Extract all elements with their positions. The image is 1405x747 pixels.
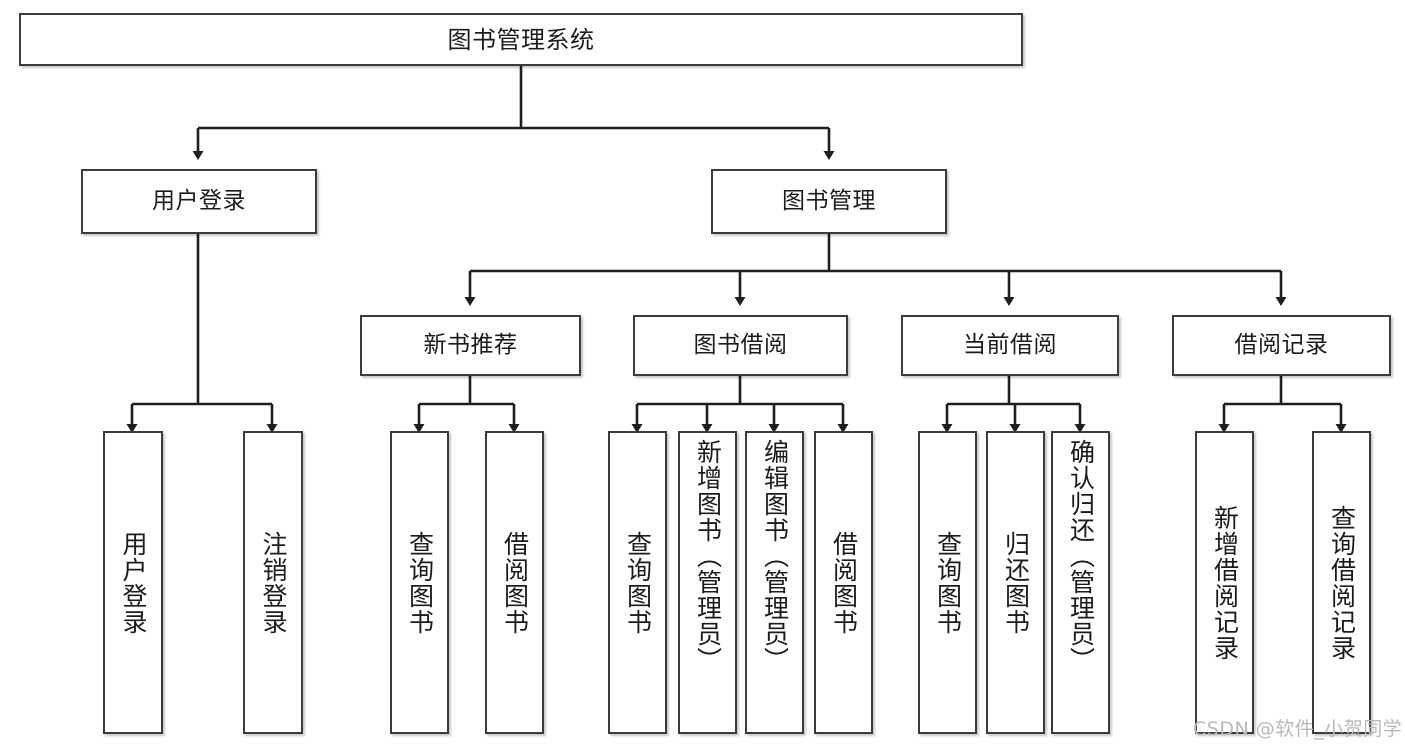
leaf-query-books-borrow[interactable]: 查询图书 (608, 431, 667, 734)
leaf-add-borrow-record-label: 新增借阅记录 (1210, 504, 1240, 661)
leaf-add-borrow-record[interactable]: 新增借阅记录 (1195, 431, 1254, 734)
leaf-query-books-borrow-label: 查询图书 (623, 530, 653, 635)
node-borrow-records[interactable]: 借阅记录 (1172, 315, 1391, 376)
leaf-edit-book-admin[interactable]: 编辑图书（管理员） (745, 431, 804, 734)
node-root[interactable]: 图书管理系统 (19, 13, 1023, 66)
leaf-query-books-current-label: 查询图书 (933, 530, 963, 635)
node-book-borrow-label: 图书借阅 (693, 332, 788, 358)
leaf-add-book-admin[interactable]: 新增图书（管理员） (678, 431, 737, 734)
node-book-borrow[interactable]: 图书借阅 (633, 315, 848, 376)
leaf-borrow-book[interactable]: 借阅图书 (814, 431, 873, 734)
leaf-user-login[interactable]: 用户登录 (103, 431, 163, 734)
node-user-login[interactable]: 用户登录 (81, 169, 317, 234)
leaf-query-books-newbook[interactable]: 查询图书 (390, 431, 449, 734)
leaf-confirm-return-admin-label: 确认归还（管理员） (1066, 439, 1096, 673)
leaf-borrow-books-newbook-label: 借阅图书 (500, 530, 530, 635)
leaf-edit-book-admin-label: 编辑图书（管理员） (760, 439, 790, 673)
leaf-borrow-book-label: 借阅图书 (829, 530, 859, 635)
leaf-borrow-books-newbook[interactable]: 借阅图书 (485, 431, 544, 734)
leaf-return-book[interactable]: 归还图书 (986, 431, 1045, 734)
node-borrow-records-label: 借阅记录 (1234, 332, 1329, 358)
leaf-logout-label: 注销登录 (259, 530, 288, 635)
node-user-login-label: 用户登录 (152, 188, 246, 214)
leaf-user-login-label: 用户登录 (119, 530, 148, 635)
watermark-text: CSDN @软件_小贺同学 (1193, 718, 1403, 740)
leaf-query-books-newbook-label: 查询图书 (405, 530, 435, 635)
leaf-query-borrow-record-label: 查询借阅记录 (1327, 504, 1357, 661)
node-root-label: 图书管理系统 (447, 25, 595, 54)
leaf-query-books-current[interactable]: 查询图书 (918, 431, 977, 734)
leaf-add-book-admin-label: 新增图书（管理员） (693, 439, 723, 673)
node-new-book-recommend[interactable]: 新书推荐 (360, 315, 581, 376)
node-current-borrow[interactable]: 当前借阅 (901, 315, 1119, 376)
leaf-logout[interactable]: 注销登录 (243, 431, 303, 734)
node-current-borrow-label: 当前借阅 (963, 332, 1057, 358)
node-new-book-recommend-label: 新书推荐 (423, 332, 518, 358)
leaf-confirm-return-admin[interactable]: 确认归还（管理员） (1051, 431, 1110, 734)
leaf-return-book-label: 归还图书 (1001, 530, 1031, 635)
node-book-management[interactable]: 图书管理 (711, 169, 947, 234)
leaf-query-borrow-record[interactable]: 查询借阅记录 (1312, 431, 1371, 734)
node-book-management-label: 图书管理 (782, 188, 876, 214)
